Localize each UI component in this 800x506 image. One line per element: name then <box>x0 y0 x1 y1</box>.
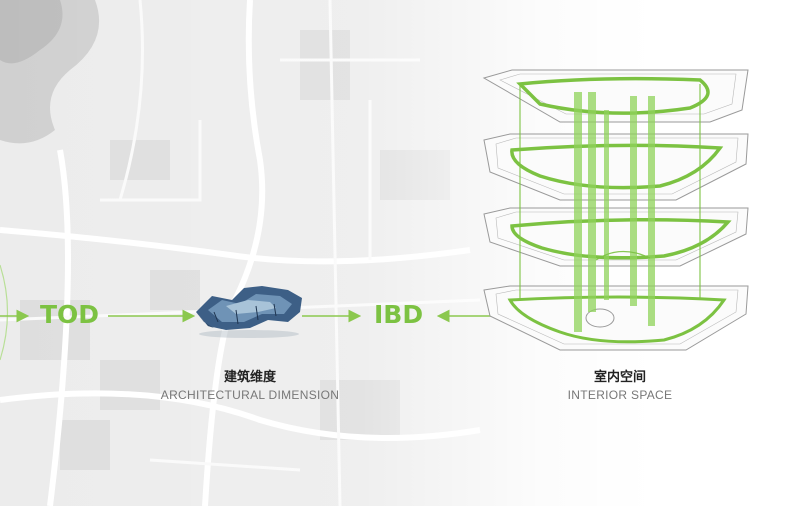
tod-label: TOD <box>40 300 99 329</box>
architectural-dimension-caption: 建筑维度 ARCHITECTURAL DIMENSION <box>120 366 380 402</box>
ibd-label: IBD <box>374 300 423 329</box>
floor-plan-4 <box>484 286 748 350</box>
interior-space-caption: 室内空间 INTERIOR SPACE <box>490 366 750 402</box>
architectural-dimension-cn: 建筑维度 <box>120 366 380 385</box>
floor-plan-3 <box>484 208 748 266</box>
stacked-floor-plans-icon <box>484 70 748 350</box>
interior-space-en: INTERIOR SPACE <box>490 388 750 402</box>
interior-space-cn: 室内空间 <box>490 366 750 385</box>
building-aerial-icon <box>196 286 302 338</box>
floor-plan-1 <box>484 70 748 122</box>
architectural-dimension-en: ARCHITECTURAL DIMENSION <box>120 388 380 402</box>
floor-plan-2 <box>484 134 748 200</box>
